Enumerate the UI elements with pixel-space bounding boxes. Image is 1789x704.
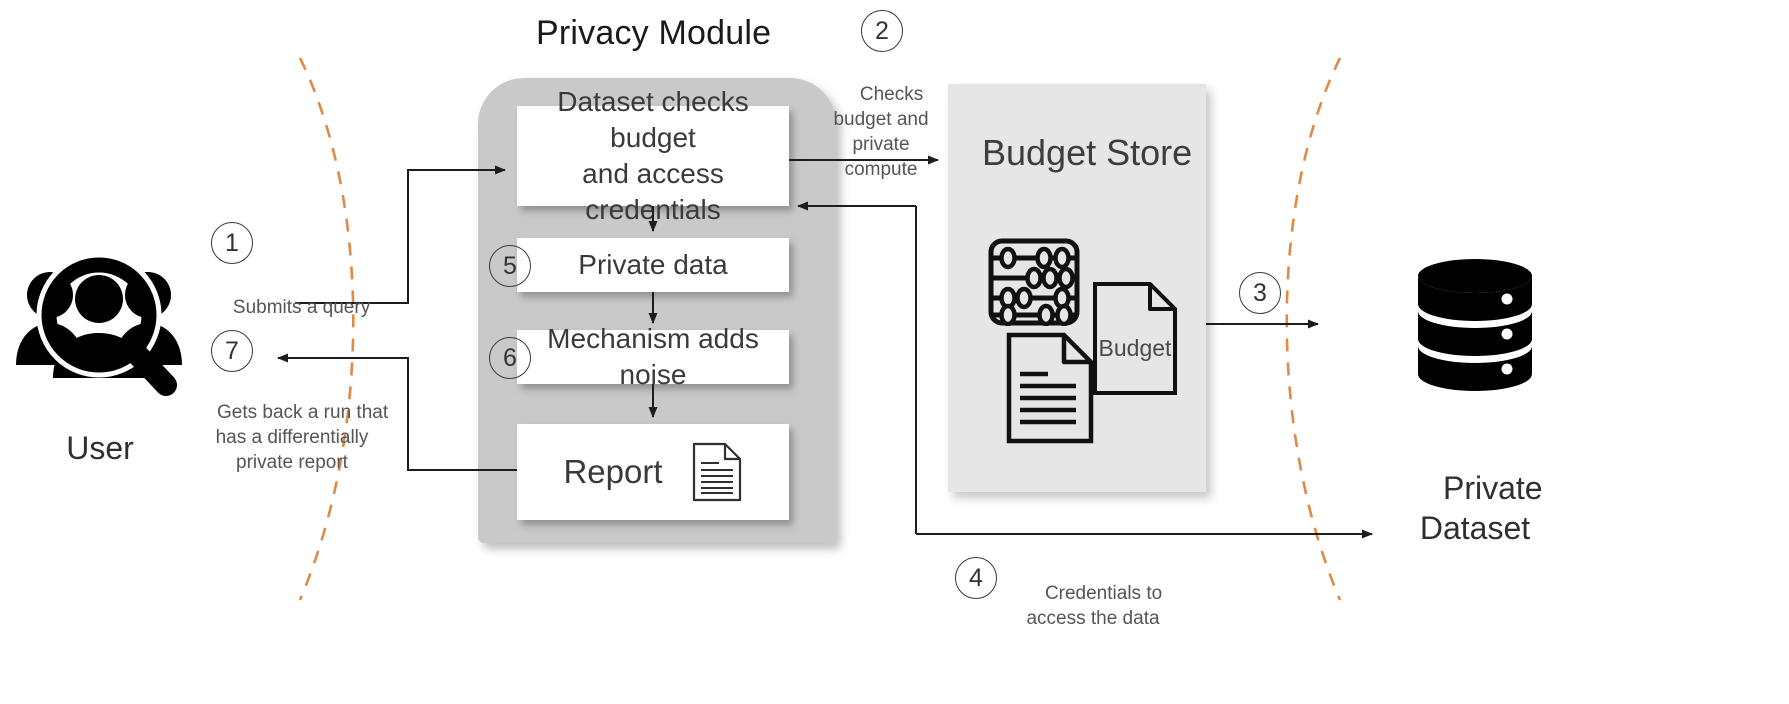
- step-1-badge: 1: [211, 222, 253, 264]
- flowbox-mechanism-label: Mechanism adds noise: [547, 323, 759, 390]
- user-label: User: [66, 430, 134, 466]
- document-lines-icon-store: [1006, 332, 1094, 444]
- arrow-step-7-report-back: [277, 353, 517, 471]
- step-3-badge: 3: [1239, 272, 1281, 314]
- flowbox-report[interactable]: Report: [517, 424, 789, 520]
- database-cylinder-icon: [1418, 259, 1532, 391]
- step-2-badge: 2: [861, 10, 903, 52]
- flowbox-mechanism-adds-noise[interactable]: Mechanism adds noise: [517, 323, 789, 390]
- arrow-budget-return-segment: [800, 205, 917, 231]
- abacus-icon: [988, 238, 1080, 326]
- document-lines-icon: [692, 442, 741, 502]
- arrow-step-1-submit-query: [295, 165, 506, 304]
- page-title: Privacy Module: [536, 14, 772, 52]
- budget-document-label: Budget: [1099, 335, 1173, 361]
- flowbox-private-data-label: Private data: [578, 249, 728, 280]
- step-7-badge: 7: [211, 330, 253, 372]
- step-5-badge: 5: [489, 245, 531, 287]
- users-search-icon: [16, 253, 182, 396]
- step-7-number: 7: [225, 336, 239, 365]
- dashed-arc-left: [298, 57, 355, 601]
- dashed-arc-right: [1285, 57, 1342, 601]
- step-6-badge: 6: [489, 337, 531, 379]
- step-5-number: 5: [503, 251, 517, 280]
- step-4-badge: 4: [955, 557, 997, 599]
- flowbox-report-label: Report: [563, 453, 663, 490]
- step-1-number: 1: [225, 228, 239, 257]
- step-2-number: 2: [875, 16, 889, 45]
- step-1-label: Submits a query: [232, 297, 371, 318]
- budget-store-title: Budget Store: [982, 132, 1193, 173]
- step-3-number: 3: [1253, 278, 1267, 307]
- flowbox-private-data[interactable]: Private data: [517, 238, 789, 292]
- budget-document-icon: Budget: [1093, 282, 1177, 395]
- step-4-number: 4: [969, 563, 983, 592]
- step-6-number: 6: [503, 343, 517, 372]
